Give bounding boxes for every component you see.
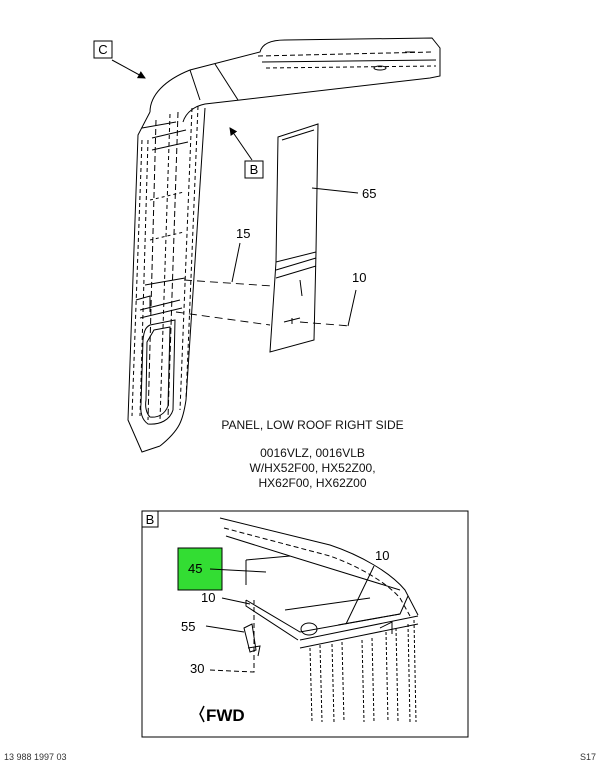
view-box-b: [244, 160, 264, 179]
leader-lines-main: [111, 59, 359, 327]
roof-side-panel-65: [269, 123, 319, 353]
view-label-b: B: [250, 162, 259, 177]
callout-45: 45: [188, 561, 202, 576]
projection-lines: [175, 279, 351, 327]
detail-view-b-tag: [141, 510, 159, 528]
model-applicability: 0016VLZ, 0016VLB W/HX52F00, HX52Z00, HX6…: [190, 446, 435, 491]
view-box-c: [93, 40, 113, 59]
model-line: 0016VLZ, 0016VLB: [260, 446, 365, 460]
callout-10-main: 10: [352, 270, 366, 285]
callout-10-detail-left: 10: [201, 590, 215, 605]
callout-10-detail-right: 10: [375, 548, 389, 563]
callout-65: 65: [362, 186, 376, 201]
detail-view-b-frame: [141, 510, 469, 738]
model-line: W/HX52F00, HX52Z00,: [249, 461, 376, 475]
model-line: HX62F00, HX62Z00: [258, 476, 367, 490]
side-wall-frame: [127, 105, 206, 453]
callout-15: 15: [236, 226, 250, 241]
footer-drawing-number: 13 988 1997 03: [4, 752, 67, 761]
footer-sheet-code: S17: [580, 752, 597, 761]
diagram-title: PANEL, LOW ROOF RIGHT SIDE: [221, 418, 404, 432]
fwd-arrow-icon: [199, 705, 205, 723]
view-label-c: C: [98, 42, 107, 57]
callout-30: 30: [190, 661, 204, 676]
callout-55: 55: [181, 619, 195, 634]
leader-lines-detail: [205, 565, 375, 673]
detail-label-b: B: [146, 512, 155, 527]
fwd-label: FWD: [206, 706, 245, 725]
detail-roof-corner: [219, 517, 419, 723]
roof-cap: [149, 37, 441, 123]
